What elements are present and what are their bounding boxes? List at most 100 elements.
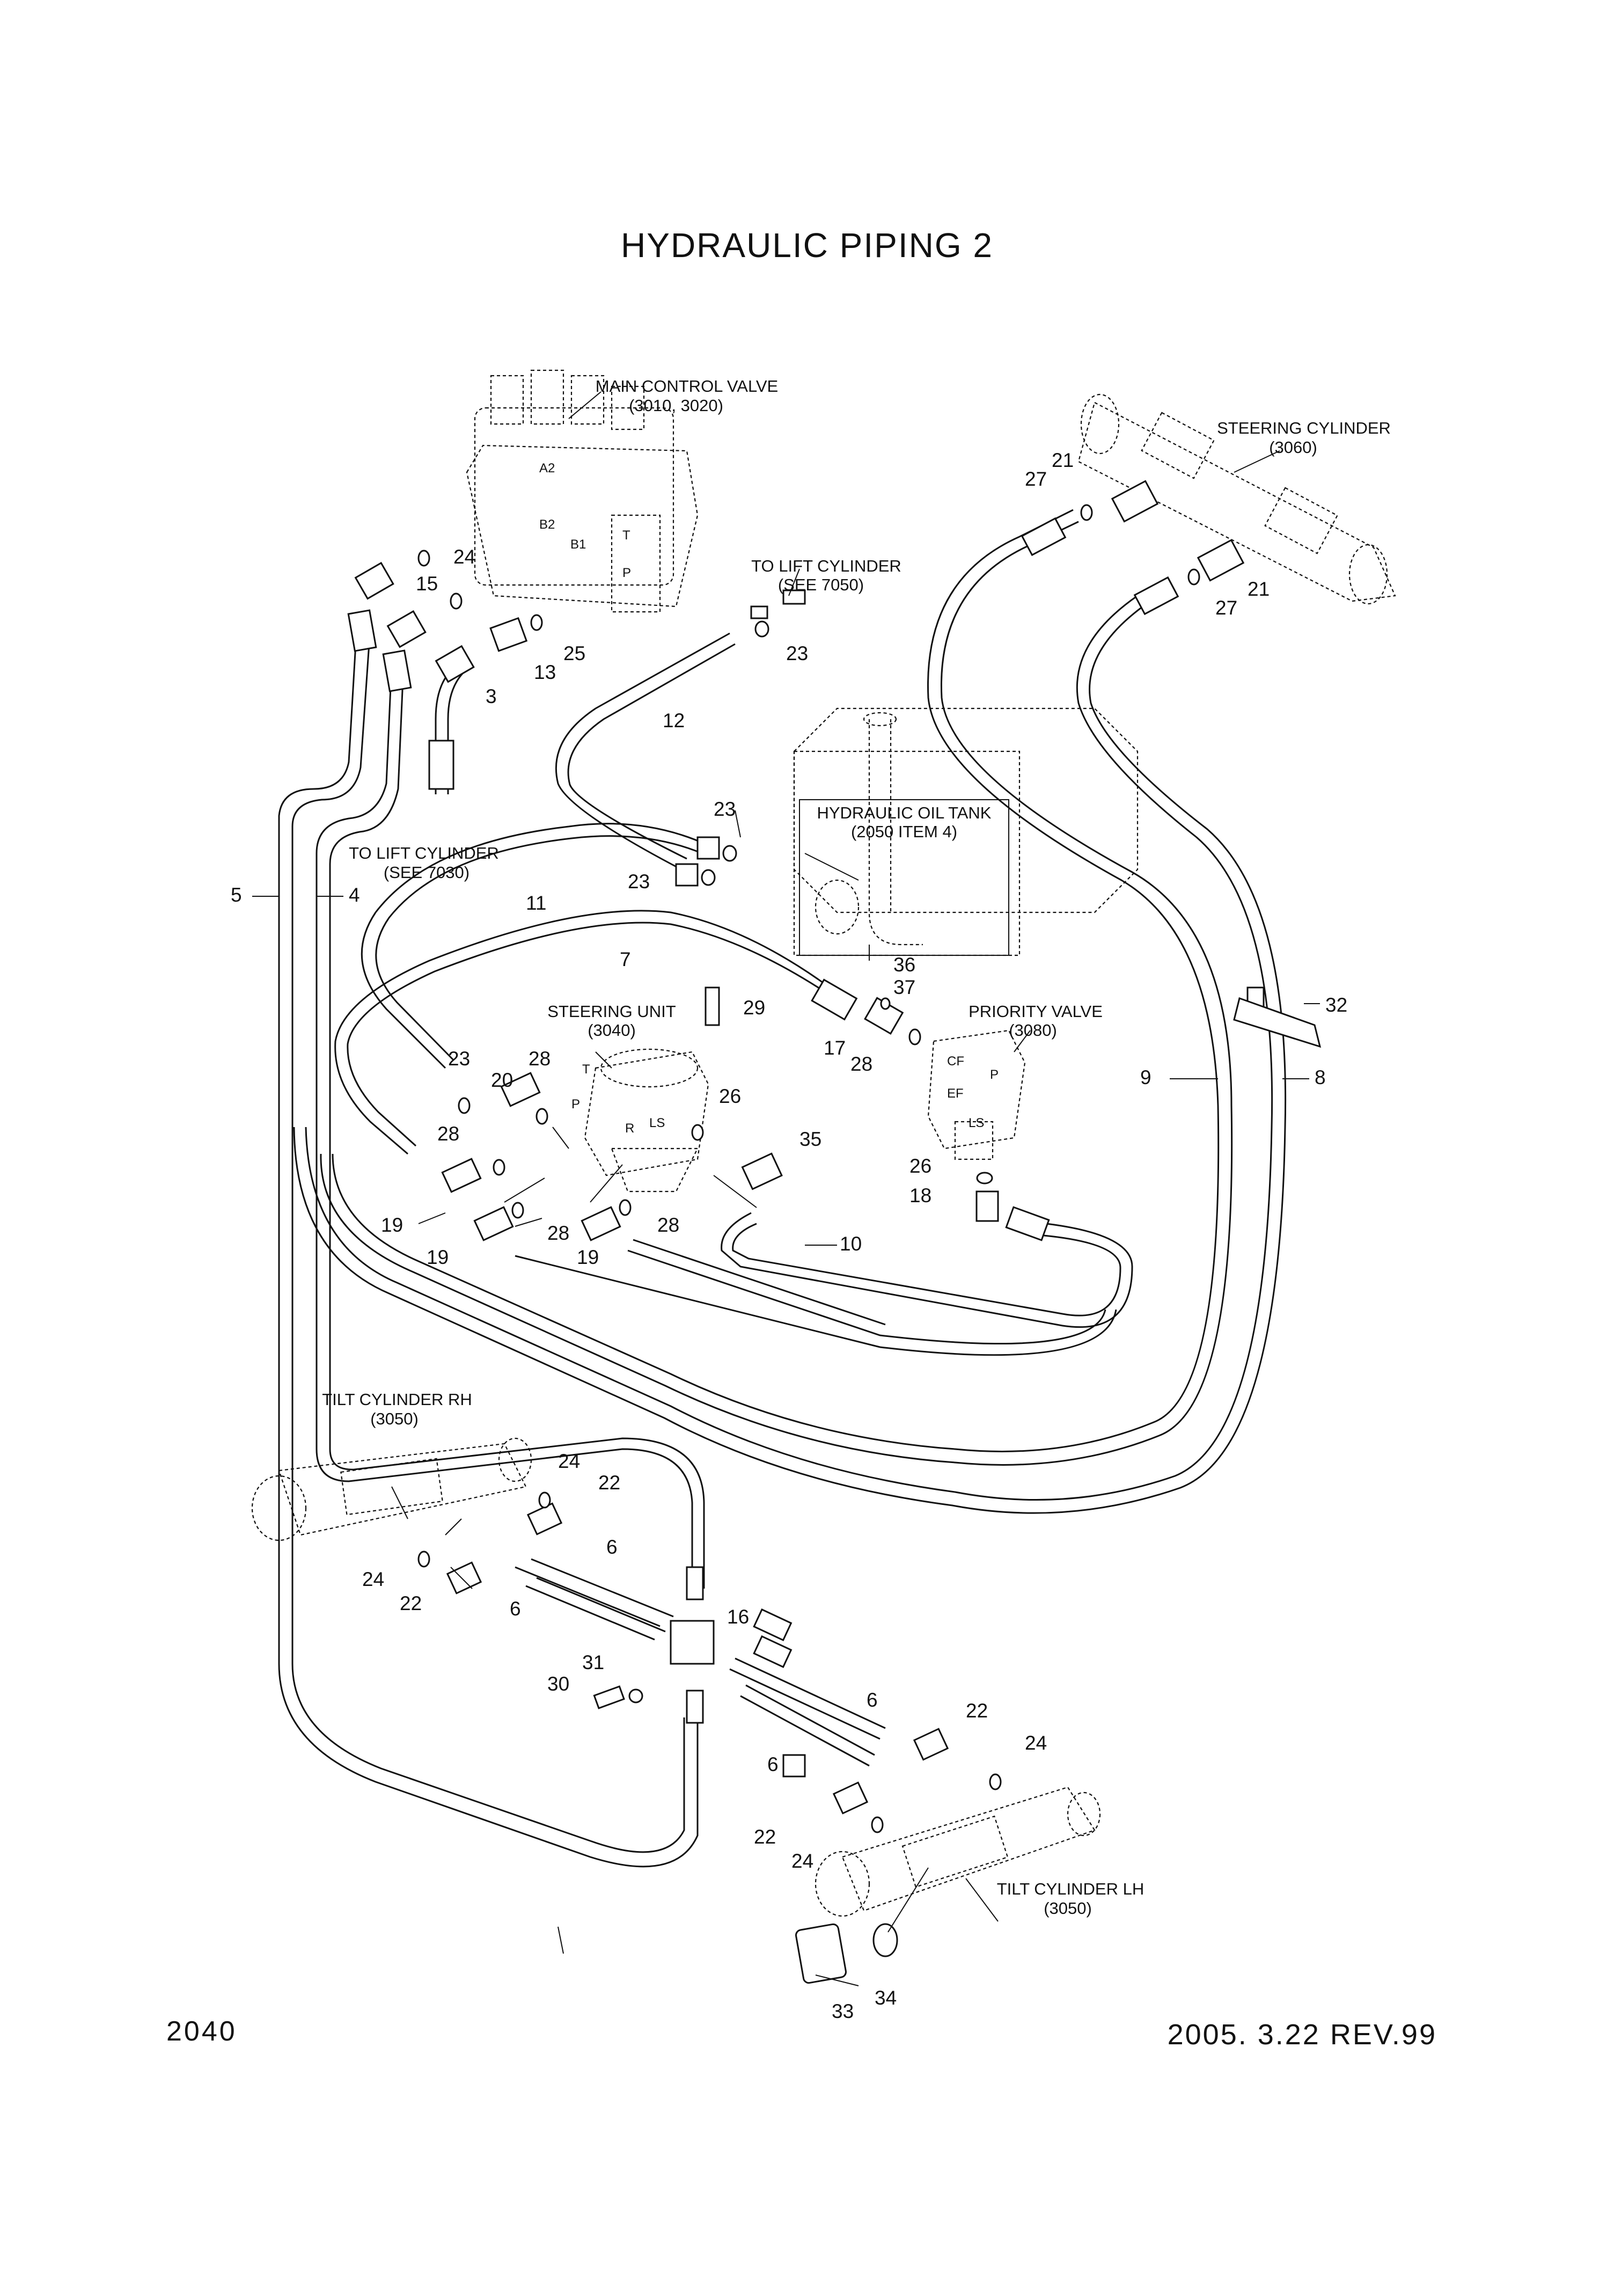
page-title: HYDRAULIC PIPING 2 <box>621 226 993 265</box>
o-rings <box>417 504 1200 1957</box>
part-number: 12 <box>663 710 685 732</box>
part-number: 30 <box>547 1673 569 1695</box>
tilt-cylinder-lh-label: TILT CYLINDER LH <box>997 1880 1144 1898</box>
part-number: 23 <box>628 871 650 893</box>
to-lift-cylinder-7050-label: TO LIFT CYLINDER <box>751 557 901 575</box>
part-number: 19 <box>381 1214 403 1236</box>
part-number: 23 <box>786 642 808 664</box>
part-number: 22 <box>598 1472 620 1494</box>
part-number: 11 <box>526 892 546 914</box>
part-number: 24 <box>453 546 475 568</box>
fittings <box>347 480 1322 1984</box>
part-number: 8 <box>1315 1066 1326 1088</box>
part-number: 13 <box>534 661 556 683</box>
part-number: 6 <box>606 1536 618 1558</box>
main-control-valve-outline <box>466 369 699 613</box>
hydraulic-oil-tank-box <box>799 799 1009 956</box>
tilt-cylinder-rh-label: TILT CYLINDER RH <box>322 1390 472 1409</box>
part-number: 15 <box>416 573 438 595</box>
part-number: 24 <box>791 1850 813 1872</box>
part-number: 23 <box>714 798 736 820</box>
part-number: 24 <box>1025 1732 1047 1754</box>
pv-port-p: P <box>990 1067 999 1082</box>
part-number: 28 <box>437 1123 459 1145</box>
part-number: 6 <box>767 1753 779 1775</box>
part-number: 28 <box>547 1222 569 1244</box>
main-control-valve-ref: (3010, 3020) <box>629 396 723 415</box>
part-number: 21 <box>1052 449 1074 471</box>
part-number: 4 <box>349 884 360 906</box>
part-number: 5 <box>231 884 242 906</box>
priority-valve-label: PRIORITY VALVE <box>969 1002 1103 1021</box>
part-number: 36 <box>893 954 915 976</box>
steering-cylinder-label: STEERING CYLINDER <box>1217 419 1391 437</box>
port-labels: A2 B2 B1 T P T P R LS CF EF P LS <box>539 461 999 1136</box>
part-number: 19 <box>427 1246 449 1268</box>
pv-port-cf: CF <box>947 1054 964 1069</box>
part-number: 26 <box>719 1085 741 1107</box>
tilt-cylinder-lh-outline <box>815 1786 1101 1917</box>
priority-valve-ref: (3080) <box>1009 1021 1057 1040</box>
hydraulic-oil-tank-ref: (2050 ITEM 4) <box>851 822 957 841</box>
revision-stamp: 2005. 3.22 REV.99 <box>1167 2019 1437 2051</box>
port-a2: A2 <box>539 461 555 476</box>
part-number: 35 <box>799 1128 821 1150</box>
part-number: 23 <box>448 1048 470 1070</box>
steering-cylinder-outline <box>1077 393 1396 605</box>
part-number: 31 <box>582 1651 604 1673</box>
part-number: 24 <box>558 1450 580 1472</box>
page-number: 2040 <box>166 2016 237 2047</box>
to-lift-cylinder-7030-label: TO LIFT CYLINDER <box>349 844 499 862</box>
main-control-valve-label: MAIN CONTROL VALVE <box>596 377 779 396</box>
part-number: 19 <box>577 1246 599 1268</box>
tilt-cylinder-rh-ref: (3050) <box>370 1409 419 1428</box>
steering-unit-label: STEERING UNIT <box>547 1002 676 1021</box>
part-number: 3 <box>486 685 497 707</box>
part-number: 16 <box>727 1606 749 1628</box>
part-number: 7 <box>620 948 631 970</box>
port-b1: B1 <box>570 537 586 552</box>
part-number: 27 <box>1025 468 1047 490</box>
pv-port-ef: EF <box>947 1086 964 1101</box>
tilt-cylinder-lh-ref: (3050) <box>1044 1899 1092 1918</box>
port-p: P <box>622 566 631 580</box>
to-lift-cylinder-7050-ref: (SEE 7050) <box>778 575 864 594</box>
hydraulic-oil-tank-outline <box>793 707 1139 956</box>
part-number: 22 <box>754 1826 776 1848</box>
part-number: 9 <box>1140 1066 1151 1088</box>
part-number: 32 <box>1325 994 1347 1016</box>
callout-labels: MAIN CONTROL VALVE (3010, 3020) STEERING… <box>322 377 1391 1918</box>
pv-port-ls: LS <box>969 1116 984 1130</box>
steering-cylinder-ref: (3060) <box>1269 438 1317 457</box>
part-numbers: 24 15 25 13 3 27 21 21 27 23 12 23 23 11… <box>231 449 1347 2022</box>
part-number: 28 <box>529 1048 551 1070</box>
part-number: 20 <box>491 1069 513 1091</box>
su-port-ls: LS <box>649 1116 665 1130</box>
part-number: 21 <box>1248 578 1270 600</box>
part-number: 22 <box>400 1592 422 1614</box>
steering-unit-ref: (3040) <box>588 1021 636 1040</box>
part-number: 28 <box>850 1053 872 1075</box>
part-number: 37 <box>893 976 915 998</box>
part-number: 28 <box>657 1214 679 1236</box>
to-lift-cylinder-7030-ref: (SEE 7030) <box>384 863 469 882</box>
part-number: 29 <box>743 997 765 1019</box>
part-number: 33 <box>832 2000 854 2022</box>
part-number: 24 <box>362 1568 384 1590</box>
su-port-p: P <box>571 1097 580 1112</box>
part-number: 34 <box>875 1987 897 2009</box>
leader-lines <box>252 391 1320 1986</box>
priority-valve-outline <box>927 1029 1026 1160</box>
part-number: 10 <box>840 1233 862 1255</box>
steering-unit-outline <box>584 1048 709 1193</box>
part-number: 18 <box>909 1184 931 1207</box>
part-number: 25 <box>563 642 585 664</box>
hose-routing <box>278 509 1287 1868</box>
hydraulic-oil-tank-label: HYDRAULIC OIL TANK <box>817 803 991 822</box>
part-number: 22 <box>966 1700 988 1722</box>
port-b2: B2 <box>539 517 555 532</box>
part-number: 27 <box>1215 597 1237 619</box>
part-number: 6 <box>510 1598 521 1620</box>
